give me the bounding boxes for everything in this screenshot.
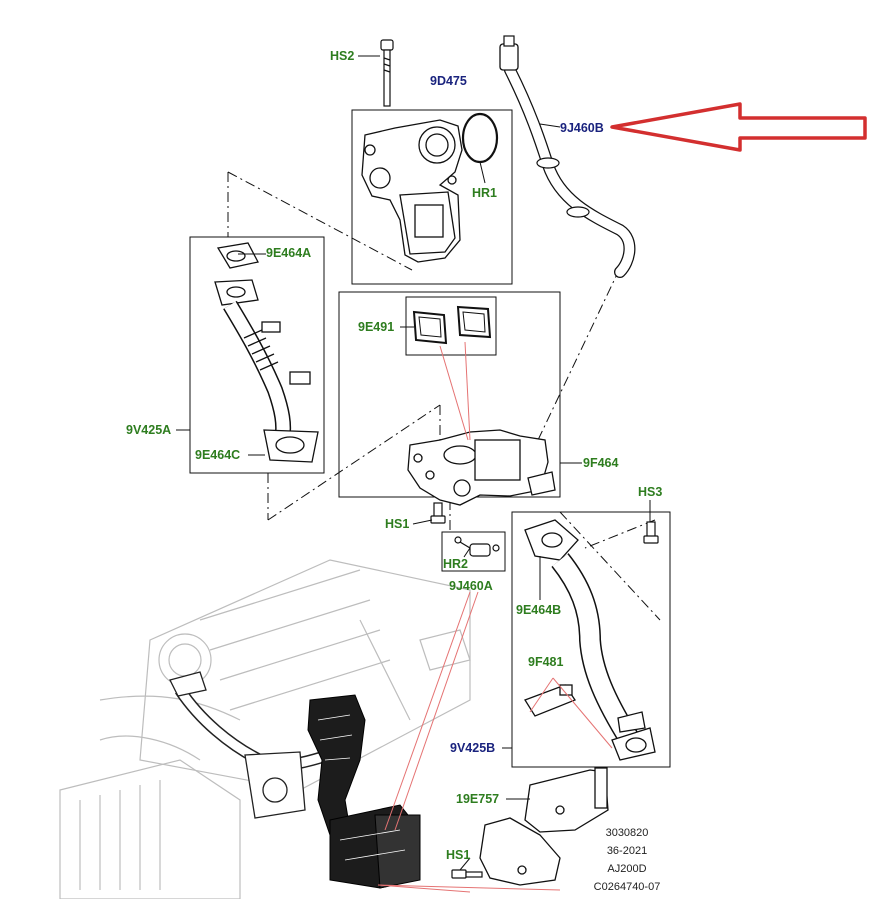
- reference-line-4: C0264740-07: [593, 881, 661, 893]
- bolt-hs1-top: [430, 502, 446, 524]
- label-9f464: 9F464: [583, 456, 619, 470]
- throttle-body-9d475: [361, 119, 463, 263]
- label-9e464b: 9E464B: [516, 603, 562, 617]
- label-9j460a: 9J460A: [449, 579, 493, 593]
- label-9e464c: 9E464C: [195, 448, 241, 462]
- box-hr2: [441, 531, 506, 572]
- label-hs1-bottom: HS1: [446, 848, 471, 862]
- label-9e491: 9E491: [358, 320, 395, 334]
- hose-9j460b: [499, 35, 636, 278]
- label-9v425a: 9V425A: [126, 423, 172, 437]
- label-9f481: 9F481: [528, 655, 564, 669]
- reference-line-1: 3030820: [605, 827, 649, 839]
- label-9d475: 9D475: [430, 74, 467, 88]
- engine-assembly: [59, 559, 471, 899]
- label-hs2: HS2: [330, 49, 355, 63]
- reference-line-2: 36-2021: [606, 845, 648, 857]
- highlighted-manifold: [307, 694, 421, 889]
- label-9v425b: 9V425B: [450, 741, 496, 755]
- manifold-detail: [317, 714, 406, 861]
- label-hs3: HS3: [638, 485, 663, 499]
- bolt-hs1-bottom: [451, 869, 483, 879]
- bolt-hs3: [643, 521, 659, 544]
- egr-pipe-9v425a: [214, 242, 319, 463]
- egr-pipe-9v425b: [524, 519, 656, 761]
- label-9e464a: 9E464A: [266, 246, 312, 260]
- engine-egr-pipe: [169, 671, 332, 819]
- label-hr2: HR2: [443, 557, 469, 571]
- dashdot-leaders: [227, 171, 661, 621]
- label-19e757: 19E757: [456, 792, 500, 806]
- heat-shield-19e757: [479, 767, 609, 886]
- bolt-hs2: [380, 39, 394, 107]
- label-hr1: HR1: [472, 186, 498, 200]
- box-9v425a: [189, 236, 325, 474]
- red-leader-lines: [377, 341, 613, 893]
- box-9d475: [351, 109, 513, 285]
- sensor-hr2: [454, 536, 500, 557]
- egr-valve-9f464: [407, 429, 556, 506]
- reference-line-3: AJ200D: [607, 863, 647, 875]
- o-ring-hr1: [461, 112, 499, 164]
- box-9v425b: [511, 511, 671, 768]
- gaskets-9e491: [412, 305, 492, 345]
- box-9e491: [405, 296, 497, 356]
- label-9j460b: 9J460B: [560, 121, 604, 135]
- highlight-arrow: [610, 102, 867, 152]
- label-leaders: [176, 55, 651, 871]
- label-hs1-top: HS1: [385, 517, 410, 531]
